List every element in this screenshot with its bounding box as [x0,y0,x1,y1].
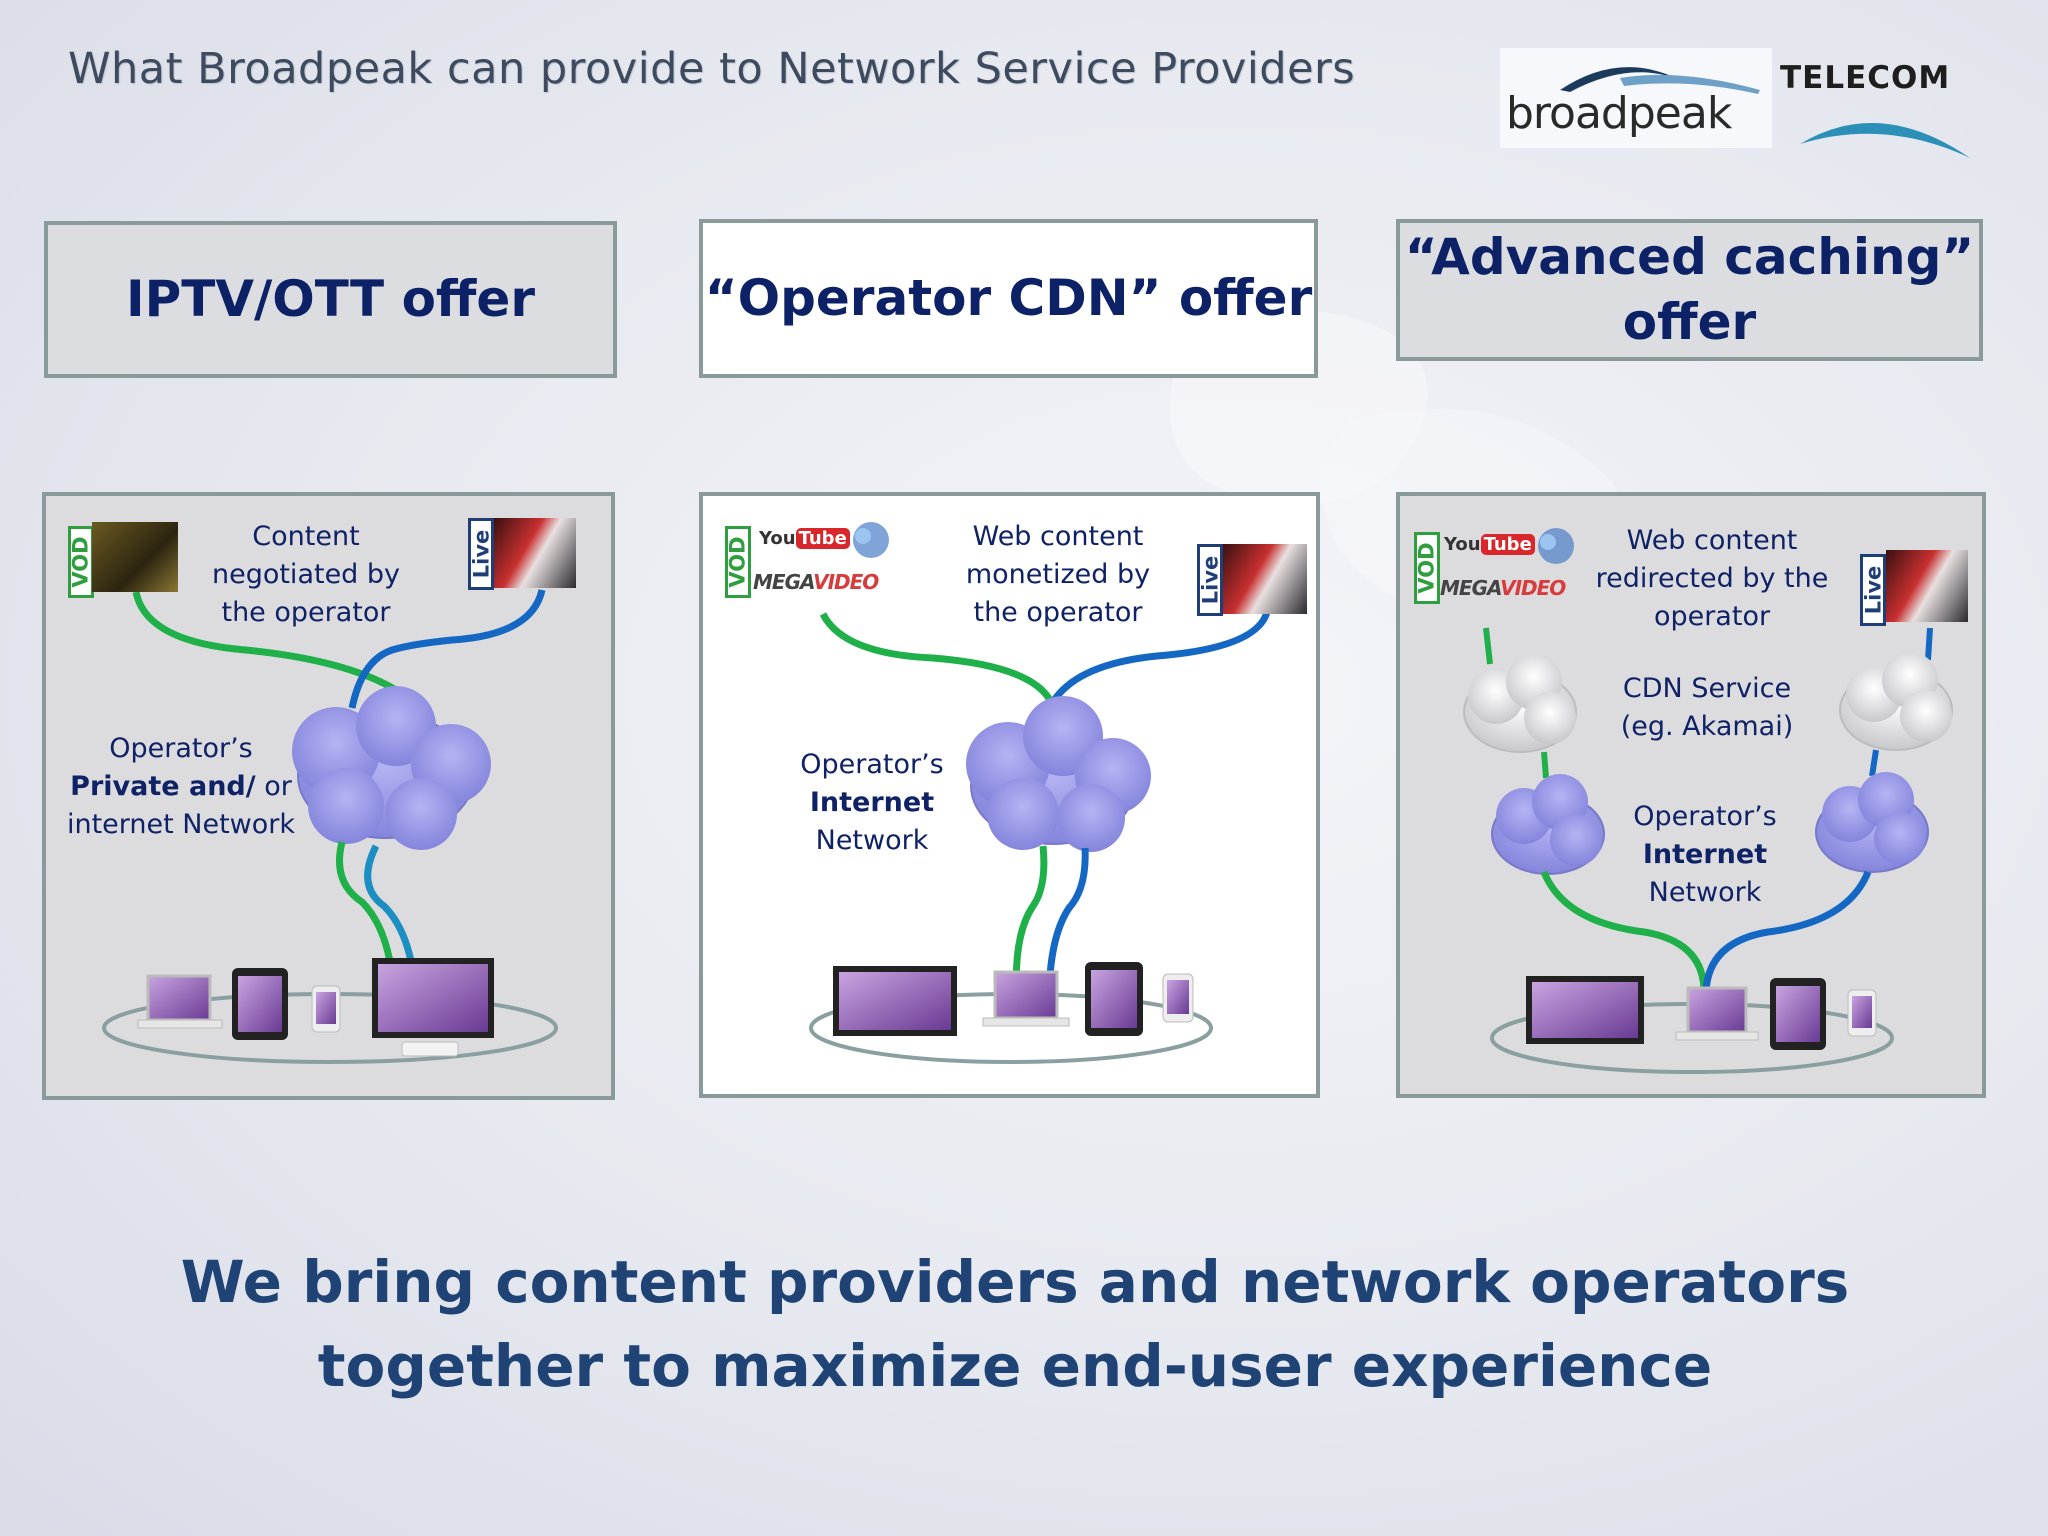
offer-header-advanced-caching: “Advanced caching” offer [1396,219,1983,361]
panel-iptv-diagram [102,589,558,1064]
network-text: Operator’s Private and/ or internet Netw… [66,733,296,840]
tv-icon [372,958,494,1057]
green-link [1483,627,1493,665]
green-link [1540,870,1708,993]
megavideo-logo: MEGAVIDEO [753,570,879,594]
cdn-cloud-left-icon [1463,654,1577,753]
telecom-wordmark: TELECOM [1780,60,1951,96]
operator-cloud-left-icon [1491,774,1605,875]
operator-cloud-icon [966,696,1151,852]
network-text: Operator’s Internet Network [1633,801,1777,908]
green-link [1541,751,1549,779]
live-badge: Live [1860,554,1886,626]
telecom-logo: TELECOM [1780,60,1980,160]
blue-link [1702,870,1872,993]
vod-badge: VOD [1414,532,1440,604]
blue-link [1925,627,1933,661]
offer-header-operator-cdn: “Operator CDN” offer [699,219,1318,378]
tablet-icon [1770,978,1826,1050]
laptop-icon [982,970,1070,1027]
offer-header-iptv: IPTV/OTT offer [44,221,617,378]
green-link [1012,845,1048,999]
vod-badge: VOD [68,526,94,598]
cdn-cloud-right-icon [1839,652,1953,751]
live-thumbnail [494,518,576,588]
vod-badge: VOD [725,526,751,598]
live-thumbnail [1886,550,1968,622]
dailymotion-icon [853,522,889,558]
blue-link [1869,749,1879,777]
broadpeak-wordmark: broadpeak [1506,88,1732,139]
phone-icon [1847,989,1877,1037]
content-text: Web content redirected by the operator [1595,525,1829,632]
panel-cdn-diagram [809,610,1271,1064]
panel-caching-diagram [1463,627,1953,1074]
tablet-icon [1085,962,1143,1036]
content-text: Content negotiated by the operator [211,521,401,628]
megavideo-logo: MEGAVIDEO [1440,576,1566,600]
operator-cloud-icon [292,686,491,850]
telecom-arc-icon [1800,123,1970,158]
tablet-icon [232,968,288,1040]
laptop-icon [1675,986,1759,1041]
laptop-icon [137,974,223,1029]
vod-thumbnail [92,522,178,592]
operator-cloud-right-icon [1815,772,1929,873]
phone-icon [311,985,341,1033]
live-badge: Live [1197,544,1223,616]
tv-icon [833,966,957,1036]
blue-link [348,589,546,709]
dailymotion-icon [1538,528,1574,564]
broadpeak-logo: broadpeak [1500,48,1772,148]
live-thumbnail [1223,544,1307,614]
cdn-text: CDN Service (eg. Akamai) [1620,673,1794,742]
blue-link [1050,610,1271,704]
content-text: Web content monetized by the operator [965,521,1151,628]
tagline: We bring content providers and network o… [180,1248,1850,1400]
network-text: Operator’s Internet Network [800,749,944,856]
panel-iptv: VOD Live Content negotiated by the opera… [42,492,615,1100]
phone-icon [1162,973,1194,1023]
live-badge: Live [468,518,494,590]
broadpeak-swoosh-icon [1560,67,1760,94]
green-link [819,612,1055,704]
tv-icon [1526,976,1644,1044]
blue-link [1045,847,1089,1003]
slide-title: What Broadpeak can provide to Network Se… [68,44,1356,94]
